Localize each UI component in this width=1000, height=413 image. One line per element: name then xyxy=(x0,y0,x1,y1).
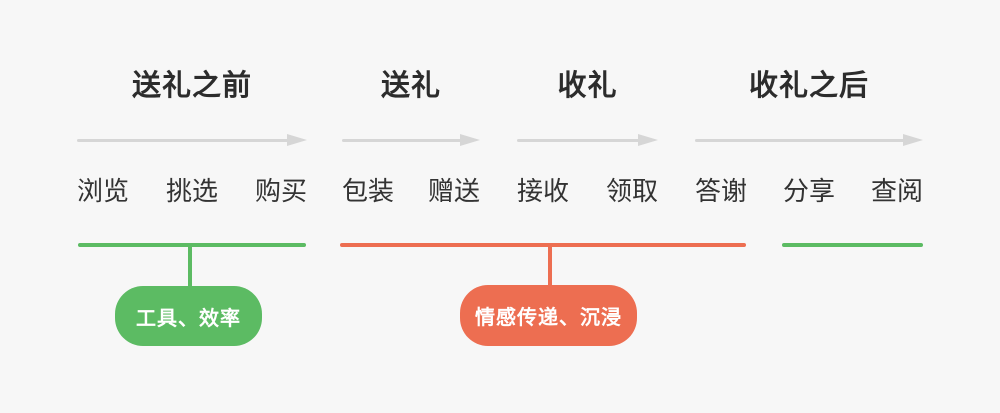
steps-after-receiving: 答谢 分享 查阅 xyxy=(695,178,923,204)
step-review: 查阅 xyxy=(870,176,923,206)
step-claim: 领取 xyxy=(605,176,658,206)
arrow-head-icon xyxy=(287,134,307,146)
step-thank: 答谢 xyxy=(695,176,748,206)
step-receive: 接收 xyxy=(517,176,570,206)
step-pick: 挑选 xyxy=(165,176,218,206)
arrow-line xyxy=(342,138,463,142)
arrow-line xyxy=(77,138,290,142)
arrow-head-icon xyxy=(638,134,658,146)
phase-after-receiving: 收礼之后 答谢 分享 查阅 xyxy=(695,0,923,220)
underline-tools-span xyxy=(78,243,306,247)
badge-tools-efficiency-label: 工具、效率 xyxy=(136,307,241,330)
arrow-line xyxy=(517,138,641,142)
steps-receiving: 接收 领取 xyxy=(517,178,658,204)
phase-receiving: 收礼 接收 领取 xyxy=(517,0,658,220)
phase-title-receiving: 收礼 xyxy=(557,70,618,102)
step-give: 赠送 xyxy=(427,176,480,206)
step-browse: 浏览 xyxy=(77,176,130,206)
badge-emotion-immersion: 情感传递、沉浸 xyxy=(460,285,637,346)
phase-gifting: 送礼 包装 赠送 xyxy=(342,0,480,220)
arrow-head-icon xyxy=(903,134,923,146)
phase-title-after-receiving: 收礼之后 xyxy=(748,70,869,102)
flow-arrow-icon xyxy=(517,134,658,146)
step-share: 分享 xyxy=(782,176,835,206)
arrow-line xyxy=(695,138,906,142)
phase-title-before-gifting: 送礼之前 xyxy=(131,70,252,102)
arrow-head-icon xyxy=(460,134,480,146)
phase-before-gifting: 送礼之前 浏览 挑选 购买 xyxy=(77,0,307,220)
connector-emotion xyxy=(548,245,552,285)
connector-tools xyxy=(188,245,192,287)
underline-sharing-span xyxy=(782,243,923,247)
step-wrap: 包装 xyxy=(342,176,395,206)
flow-arrow-icon xyxy=(695,134,923,146)
underline-emotion-span xyxy=(340,243,746,247)
badge-emotion-immersion-label: 情感传递、沉浸 xyxy=(475,307,622,329)
steps-gifting: 包装 赠送 xyxy=(342,178,480,204)
badge-tools-efficiency: 工具、效率 xyxy=(115,286,262,346)
flow-arrow-icon xyxy=(342,134,480,146)
flow-arrow-icon xyxy=(77,134,307,146)
phase-title-gifting: 送礼 xyxy=(380,70,441,102)
steps-before-gifting: 浏览 挑选 购买 xyxy=(77,178,307,204)
step-purchase: 购买 xyxy=(254,176,307,206)
